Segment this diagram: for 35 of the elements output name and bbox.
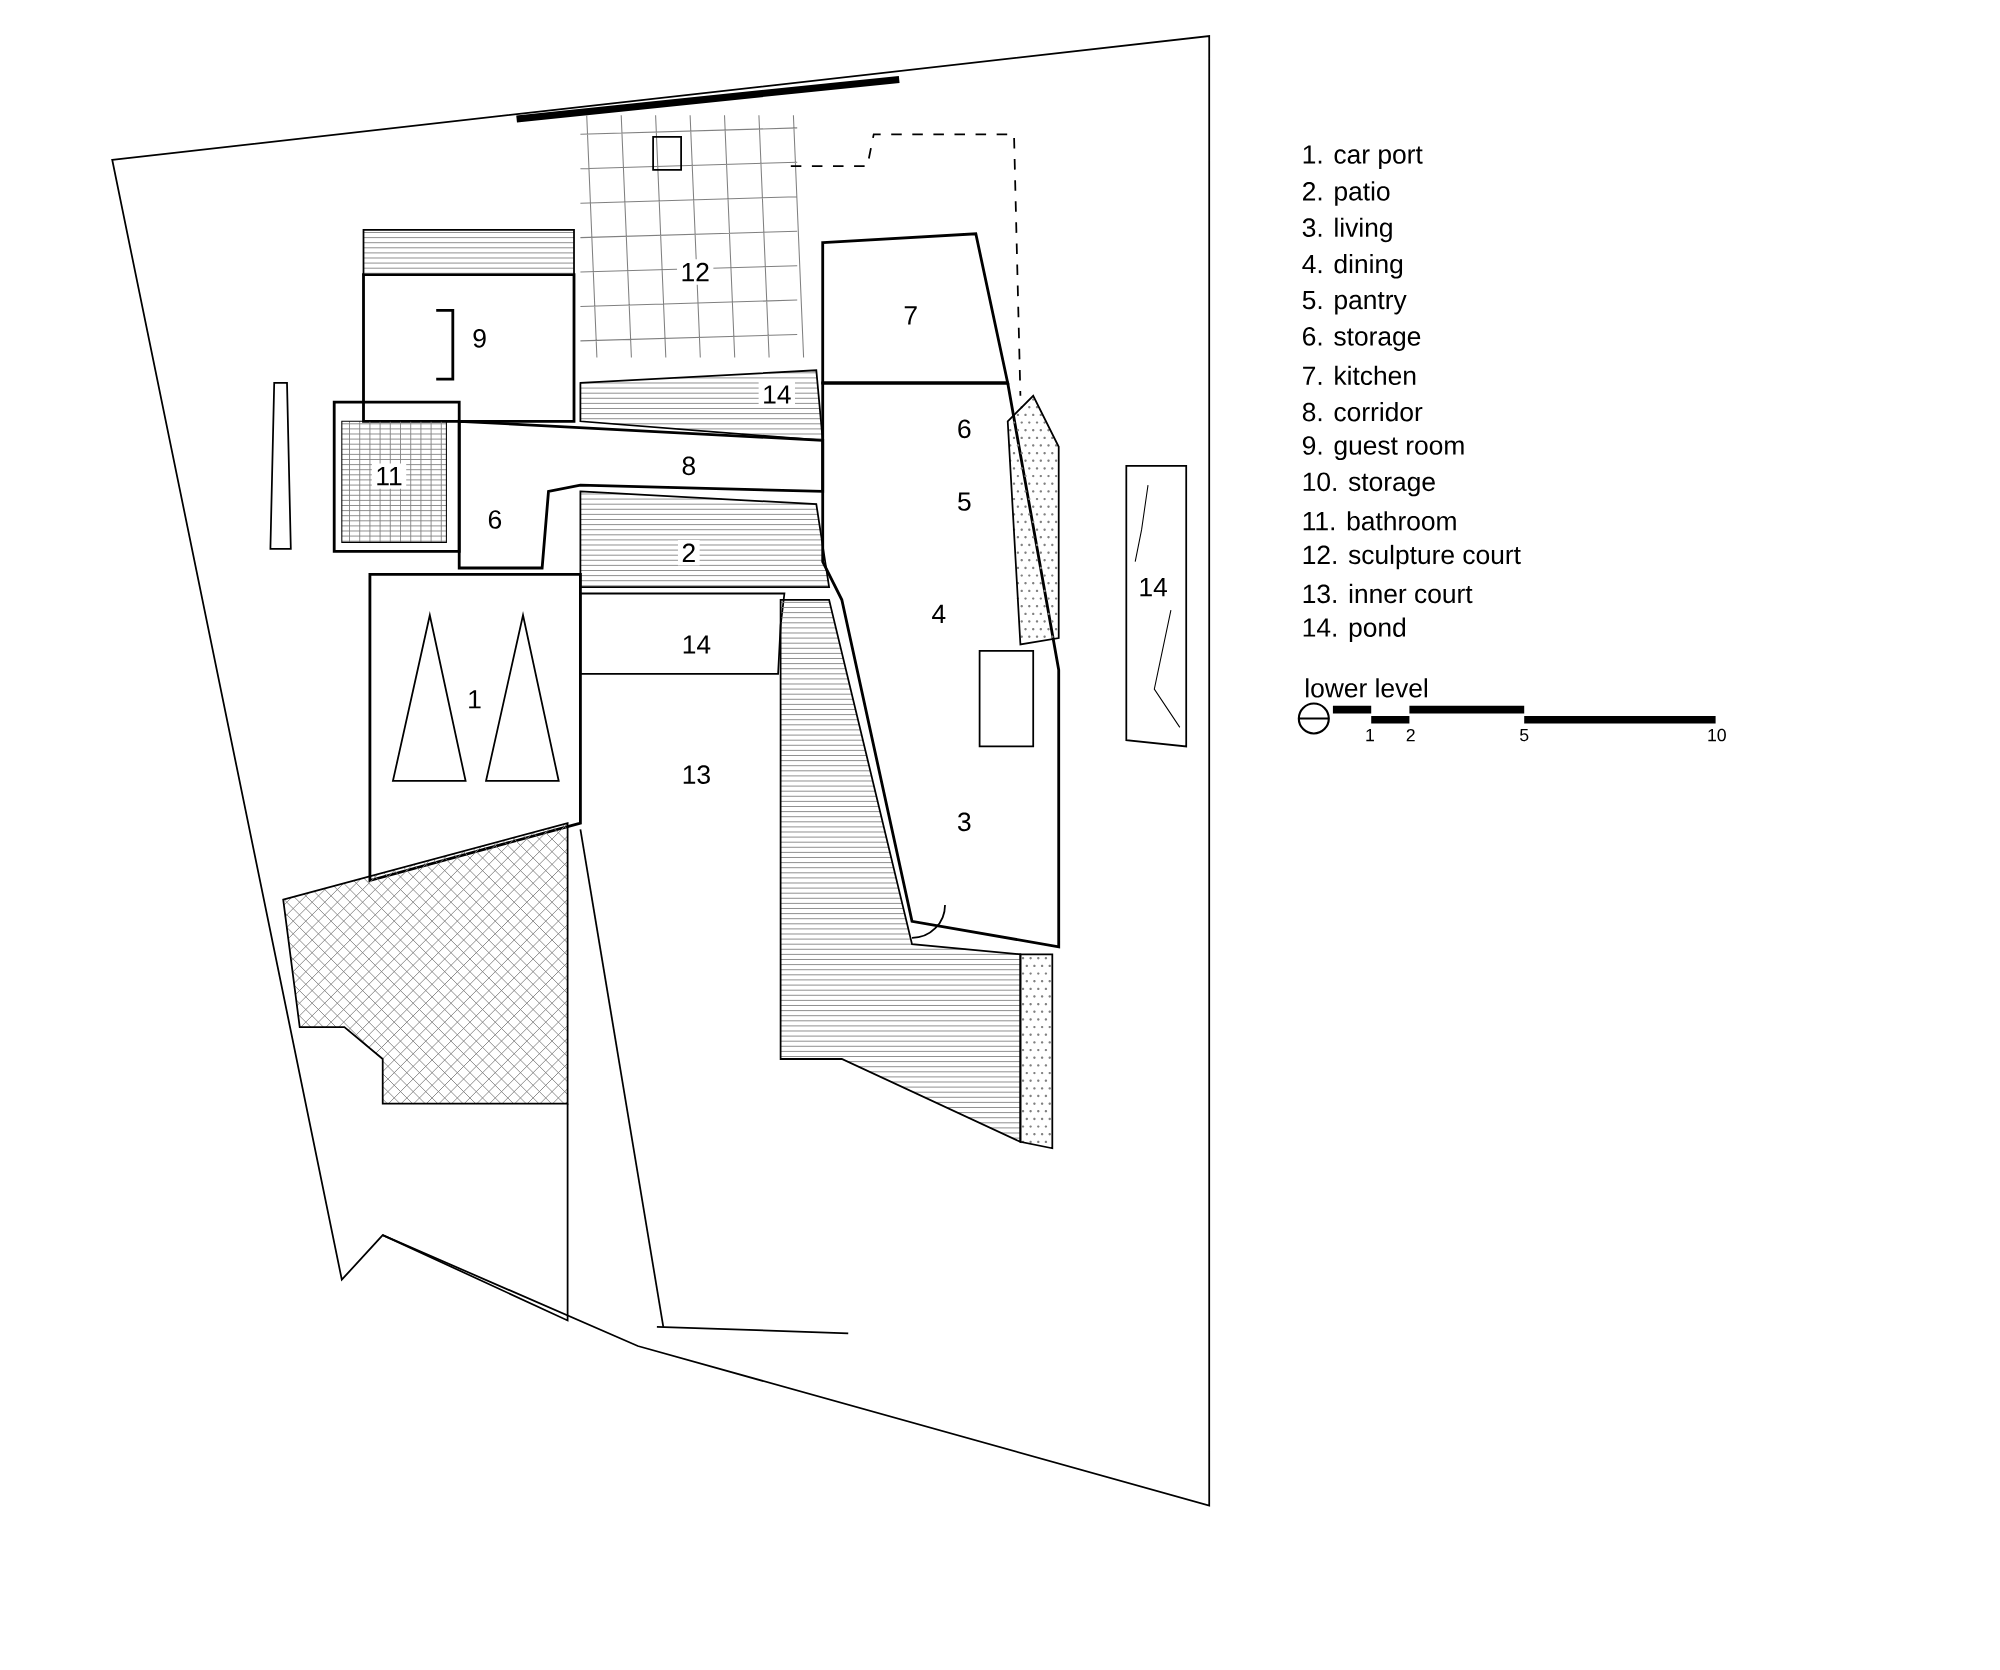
room-number: 6	[953, 416, 976, 442]
legend-item: 6. storage	[1303, 327, 1421, 351]
legend-item: 9. guest room	[1302, 436, 1464, 460]
scale-number: 2	[1406, 728, 1415, 742]
room-number: 5	[953, 488, 976, 515]
legend-item: 7. kitchen	[1303, 365, 1416, 386]
room-number: 7	[899, 302, 922, 328]
room-number: 4	[927, 601, 950, 627]
room-number: 12	[677, 259, 714, 285]
legend-item: 8. corridor	[1302, 402, 1423, 422]
legend-item: 5. pantry	[1302, 290, 1407, 315]
legend-item: 3. living	[1302, 217, 1392, 243]
legend-item: 12. sculpture court	[1303, 544, 1521, 570]
room-number: 8	[677, 453, 700, 479]
legend-item: 10. storage	[1303, 472, 1435, 497]
room-number: 14	[758, 381, 795, 408]
room-number: 1	[463, 686, 486, 712]
scale-number: 5	[1520, 729, 1529, 742]
room-number: 2	[677, 540, 700, 566]
legend-item: 2. patio	[1303, 181, 1390, 206]
scale-number: 10	[1708, 728, 1726, 742]
plan-title: lower level	[1306, 678, 1427, 698]
legend-item: 11. bathroom	[1303, 511, 1456, 531]
scale-number: 1	[1366, 729, 1374, 742]
room-number: 6	[484, 506, 506, 533]
legend-item: 1. car port	[1303, 145, 1423, 169]
legend-item: 4. dining	[1302, 254, 1403, 279]
room-number: 11	[371, 463, 407, 489]
room-number: 14	[1134, 574, 1172, 600]
room-number: 3	[953, 808, 976, 835]
room-number: 13	[678, 761, 715, 788]
legend-item: 13. inner court	[1303, 583, 1473, 604]
room-number: 14	[678, 631, 715, 658]
legend-item: 14. pond	[1303, 617, 1406, 643]
room-number: 9	[468, 325, 491, 352]
